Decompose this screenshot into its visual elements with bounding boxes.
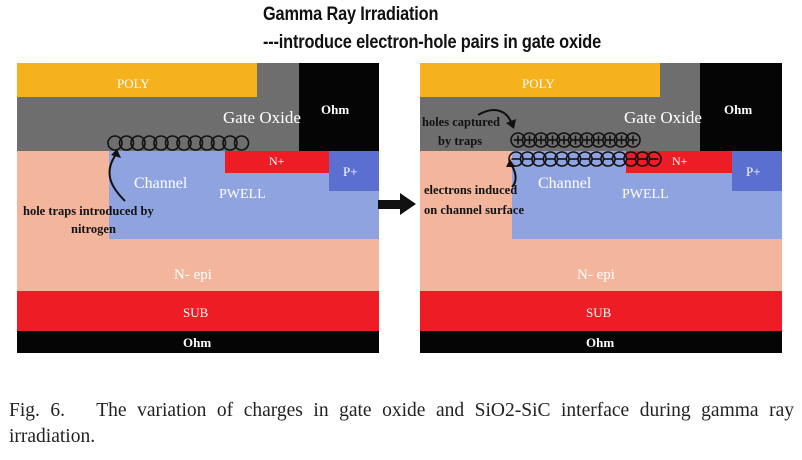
pointer-arrow-electrons-head: [506, 159, 515, 167]
left-panel: POLY Gate Oxide Ohm N+ P+ Channel PWELL …: [17, 63, 379, 353]
poly-layer: [420, 63, 660, 97]
hole-trap-circle: [199, 135, 215, 151]
hole-trap-circle: [222, 135, 238, 151]
gate-oxide-label: Gate Oxide: [223, 108, 301, 127]
hole-trap-circles: [107, 135, 250, 202]
ohm-label-top: Ohm: [724, 102, 753, 117]
gate-oxide-layer-right: [257, 63, 299, 151]
n-plus-region: [225, 151, 329, 173]
channel-label: Channel: [134, 175, 188, 192]
caption-label: Fig. 6.: [9, 400, 66, 421]
figure-title-line2: ---introduce electron-hole pairs in gate…: [263, 32, 602, 53]
captured-hole-circle: [625, 132, 641, 148]
holes-captured-line1: holes captured: [422, 115, 500, 129]
pointer-arrow-left: [108, 152, 126, 202]
hole-trap-circle: [187, 135, 204, 151]
pointer-arrow-left-head: [111, 149, 121, 158]
n-epi-label: N- epi: [174, 267, 212, 283]
hole-trap-circle: [141, 135, 158, 151]
sub-label: SUB: [183, 305, 209, 320]
ohm-label-bottom: Ohm: [586, 335, 615, 350]
ohm-contact-bottom: [420, 331, 782, 353]
poly-label: POLY: [522, 76, 555, 91]
hole-trap-circle: [118, 135, 135, 151]
holes-captured-line2: by traps: [438, 134, 483, 148]
sub-layer: [17, 291, 379, 331]
ohm-label-top: Ohm: [321, 102, 350, 117]
channel-label: Channel: [538, 175, 592, 192]
electrons-induced-line1: electrons induced: [424, 183, 518, 197]
charge-symbols: [477, 109, 662, 188]
pwell-label: PWELL: [622, 187, 669, 202]
hole-trap-circle: [210, 135, 227, 151]
hole-trap-circle: [233, 135, 250, 151]
ohm-contact-top: [299, 63, 379, 151]
p-plus-label: P+: [343, 164, 358, 179]
n-epi-label: N- epi: [577, 267, 615, 283]
poly-layer: [17, 63, 257, 97]
p-plus-region: [732, 151, 782, 191]
poly-label: POLY: [117, 76, 150, 91]
hole-trap-circle: [130, 135, 146, 151]
hole-trap-circle: [176, 135, 192, 151]
figure-caption: Fig. 6. The variation of charges in gate…: [9, 398, 794, 450]
ohm-contact-top: [700, 63, 782, 151]
hole-traps-note-line2: nitrogen: [71, 222, 116, 236]
gate-oxide-layer: [17, 97, 257, 151]
n-plus-region: [626, 151, 732, 173]
transition-arrow-icon: [378, 193, 416, 215]
n-plus-label: N+: [672, 154, 688, 168]
hole-traps-note-line1: hole traps introduced by: [23, 204, 154, 218]
sub-label: SUB: [586, 305, 612, 320]
sub-layer: [420, 291, 782, 331]
hole-trap-circle: [153, 135, 169, 151]
pointer-arrow-holes-head: [506, 119, 516, 129]
n-plus-label: N+: [269, 154, 285, 168]
figure-title-line1: Gamma Ray Irradiation: [263, 4, 439, 25]
gate-oxide-layer: [420, 97, 660, 151]
p-plus-label: P+: [746, 164, 761, 179]
p-plus-region: [329, 151, 379, 191]
electrons-induced-line2: on channel surface: [424, 203, 524, 217]
ohm-contact-bottom: [17, 331, 379, 353]
induced-electron-circle: [646, 151, 662, 167]
gate-oxide-layer-right: [660, 63, 700, 151]
hole-trap-circle: [107, 135, 123, 151]
gate-oxide-label: Gate Oxide: [624, 108, 702, 127]
ohm-label-bottom: Ohm: [183, 335, 212, 350]
pwell-label: PWELL: [219, 187, 266, 202]
right-panel: POLY Gate Oxide Ohm N+ P+ Channel PWELL …: [420, 63, 782, 353]
hole-trap-circle: [164, 135, 181, 151]
caption-text: The variation of charges in gate oxide a…: [9, 400, 799, 447]
